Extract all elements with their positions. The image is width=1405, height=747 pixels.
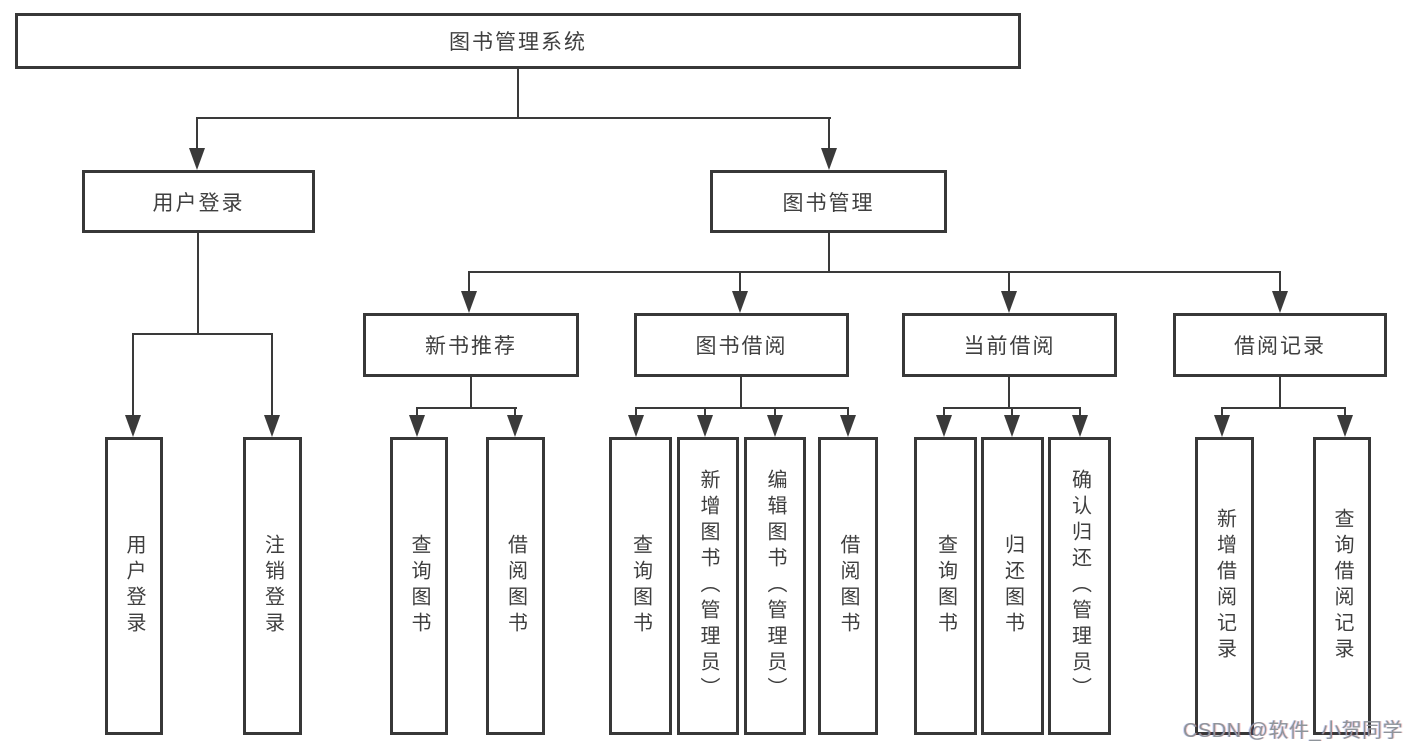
node-borrowing-records: 借阅记录 (1173, 313, 1387, 377)
connector-line (1079, 407, 1081, 417)
connector-line (1279, 377, 1281, 409)
arrow-down-icon (264, 415, 280, 437)
connector-line (468, 271, 470, 293)
node-label: 用户登录 (152, 191, 245, 215)
node-library-system: 图书管理系统 (15, 13, 1021, 69)
connector-line (271, 333, 273, 415)
leaf-label: 查询图书 (934, 534, 957, 638)
node-label: 图书管理系统 (449, 31, 587, 54)
arrow-down-icon (1214, 415, 1230, 437)
leaf-label: 用户登录 (123, 534, 145, 638)
leaf-query-books-recommend: 查询图书 (390, 437, 448, 735)
arrow-down-icon (697, 415, 713, 437)
arrow-down-icon (732, 291, 748, 313)
arrow-down-icon (1004, 415, 1020, 437)
connector-line (739, 271, 741, 293)
connector-line (847, 407, 849, 417)
connector-line (1008, 271, 1010, 293)
leaf-user-login: 用户登录 (105, 437, 163, 735)
connector-line (416, 407, 517, 409)
connector-line (1221, 407, 1346, 409)
leaf-add-books-admin: 新增图书（管理员） (677, 437, 739, 735)
connector-line (828, 117, 830, 150)
leaf-label: 新增图书（管理员） (697, 469, 719, 703)
leaf-confirm-return-admin: 确认归还（管理员） (1048, 437, 1111, 735)
connector-line (416, 407, 418, 417)
connector-line (132, 333, 273, 335)
connector-line (774, 407, 776, 417)
node-label: 图书借阅 (695, 335, 788, 358)
leaf-label: 编辑图书（管理员） (764, 469, 786, 703)
connector-line (196, 117, 198, 150)
arrow-down-icon (507, 415, 523, 437)
connector-line (740, 377, 742, 409)
connector-line (1221, 407, 1223, 417)
csdn-watermark: CSDN @软件_小贺同学 (1183, 720, 1404, 742)
arrow-down-icon (1001, 291, 1017, 313)
node-book-management: 图书管理 (710, 170, 947, 233)
arrow-down-icon (461, 291, 477, 313)
connector-line (514, 407, 516, 417)
arrow-down-icon (189, 148, 205, 170)
node-user-login: 用户登录 (82, 170, 315, 233)
connector-line (197, 233, 199, 335)
connector-line (1008, 377, 1010, 409)
connector-line (635, 407, 637, 417)
leaf-query-books-borrow: 查询图书 (609, 437, 672, 735)
arrow-down-icon (125, 415, 141, 437)
leaf-edit-books-admin: 编辑图书（管理员） (744, 437, 806, 735)
leaf-label: 借阅图书 (837, 534, 859, 638)
connector-line (1344, 407, 1346, 417)
leaf-label: 查询图书 (408, 534, 430, 638)
leaf-logout: 注销登录 (243, 437, 302, 735)
node-book-borrowing: 图书借阅 (634, 313, 849, 377)
leaf-label: 查询图书 (629, 534, 652, 638)
leaf-label: 注销登录 (261, 534, 284, 638)
connector-line (1011, 407, 1013, 417)
leaf-label: 借阅图书 (504, 534, 527, 638)
leaf-return-books: 归还图书 (981, 437, 1044, 735)
node-label: 当前借阅 (963, 335, 1056, 358)
connector-line (635, 407, 849, 409)
arrow-down-icon (1272, 291, 1288, 313)
arrow-down-icon (936, 415, 952, 437)
leaf-borrow-books-recommend: 借阅图书 (486, 437, 545, 735)
arrow-down-icon (1337, 415, 1353, 437)
node-label: 图书管理 (782, 191, 875, 215)
arrow-down-icon (628, 415, 644, 437)
connector-line (1279, 271, 1281, 293)
arrow-down-icon (409, 415, 425, 437)
arrow-down-icon (821, 148, 837, 170)
leaf-label: 新增借阅记录 (1213, 508, 1236, 664)
node-new-book-recommend: 新书推荐 (363, 313, 579, 377)
arrow-down-icon (1072, 415, 1088, 437)
leaf-query-books-current: 查询图书 (914, 437, 977, 735)
leaf-borrow-books: 借阅图书 (818, 437, 878, 735)
leaf-query-borrow-record: 查询借阅记录 (1313, 437, 1371, 735)
leaf-label: 归还图书 (1001, 534, 1024, 638)
connector-line (470, 377, 472, 409)
leaf-label: 确认归还（管理员） (1068, 469, 1091, 703)
connector-line (704, 407, 706, 417)
connector-line (517, 69, 519, 119)
arrow-down-icon (840, 415, 856, 437)
node-current-borrowing: 当前借阅 (902, 313, 1117, 377)
connector-line (468, 271, 1281, 273)
connector-line (132, 333, 134, 415)
leaf-label: 查询借阅记录 (1331, 508, 1353, 664)
node-label: 借阅记录 (1234, 335, 1326, 358)
connector-line (196, 117, 831, 119)
connector-line (828, 233, 830, 273)
node-label: 新书推荐 (425, 335, 517, 358)
connector-line (943, 407, 945, 417)
arrow-down-icon (767, 415, 783, 437)
leaf-add-borrow-record: 新增借阅记录 (1195, 437, 1254, 735)
